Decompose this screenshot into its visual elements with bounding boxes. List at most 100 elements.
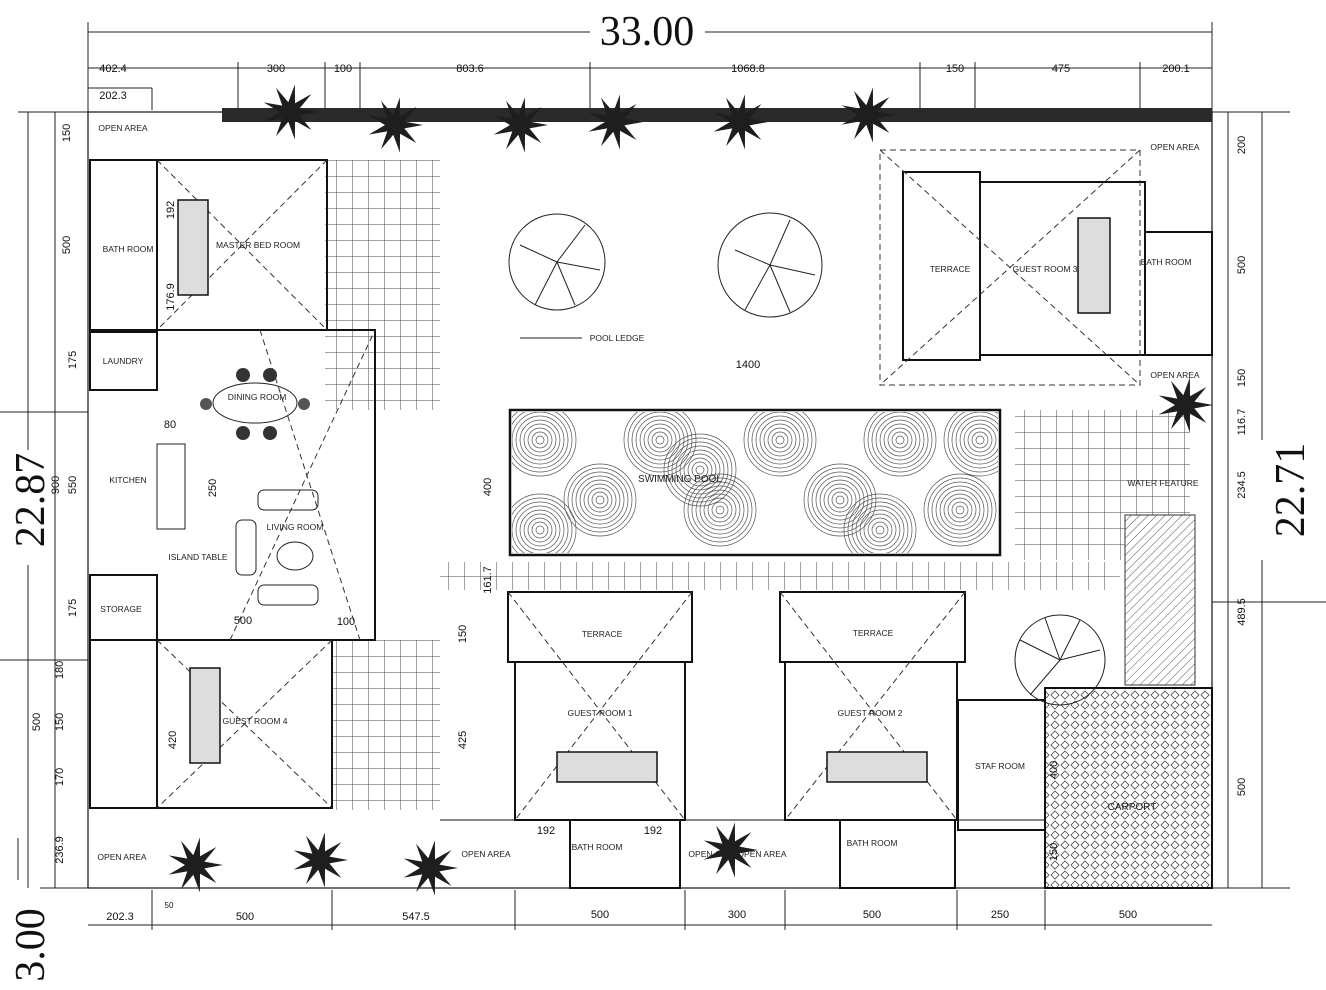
carport-paving [1044, 687, 1213, 889]
dim-label: 300 [267, 63, 285, 75]
dim-label: 250 [991, 909, 1009, 921]
hedge-icon [222, 108, 1212, 122]
tiled-walkway-south [332, 640, 440, 810]
pool-ripple [831, 491, 849, 509]
pool-ripple [715, 505, 725, 515]
label-terrace: TERRACE [582, 629, 623, 639]
pool-ripple [527, 427, 553, 453]
dashed-roof-lines [156, 149, 1141, 821]
pool-ripple [647, 427, 673, 453]
pool-ripple [955, 415, 998, 465]
pool-ripple [512, 493, 577, 553]
pool-ripple [863, 412, 937, 477]
dim-label: 200 [1236, 136, 1248, 154]
pool-ripple [855, 505, 905, 553]
pool-ripple [691, 461, 709, 479]
dining-table-icon [200, 368, 310, 440]
dim-label: 803.6 [456, 63, 484, 75]
dim-label: 50 [165, 901, 174, 910]
pool-ripple [691, 481, 749, 539]
label-terrace: TERRACE [930, 264, 971, 274]
pool-ripple [707, 497, 733, 523]
pool-ripple [699, 489, 741, 531]
pool-ripple [819, 479, 861, 521]
pool-ripple [623, 412, 697, 477]
pool-ripple [703, 493, 737, 527]
dim-label: 500 [1119, 909, 1137, 921]
palm-tree-icon [368, 97, 423, 153]
pool-ripple [935, 485, 985, 535]
palm-tree-icon [293, 832, 348, 888]
dim-label: 170 [54, 768, 66, 786]
dim-label: 500 [1236, 256, 1248, 274]
pool-ripple [923, 473, 997, 547]
label-open-area: OPEN AREA [461, 849, 510, 859]
palm-tree-icon [263, 84, 318, 140]
pool-ripple [927, 477, 993, 543]
pool-ripple [531, 431, 549, 449]
label-carport: CARPORT [1108, 802, 1157, 813]
pool-ripple [775, 435, 785, 445]
label-guest-room-1: GUEST ROOM 1 [567, 708, 632, 718]
dim-label: 200.1 [1162, 63, 1190, 75]
dimension-lines [0, 22, 1326, 930]
dim-label: 400 [482, 478, 494, 496]
dim-label: 150 [61, 124, 73, 142]
dim-label: 161.7 [482, 566, 494, 594]
dim-label: 500 [61, 236, 73, 254]
right-dimensions: 200 500 150 116.7 234.5 489.5 500 [1236, 136, 1248, 796]
pool-ripple [947, 497, 973, 523]
pool-deck-strip [440, 562, 1120, 590]
pool-ripple [843, 493, 917, 553]
pool-ripple [515, 415, 565, 465]
umbrella-table-icon [717, 212, 823, 318]
label-open-area: OPEN AREA [97, 852, 146, 862]
pool-ripple [815, 475, 865, 525]
pool-ripple [875, 415, 925, 465]
label-master-bed-room: MASTER BED ROOM [216, 240, 300, 250]
dim-label: 176.9 [165, 283, 177, 311]
bed-icon [189, 667, 221, 764]
pool-ripple [943, 412, 998, 477]
room-labels: OPEN AREA MASTER BED ROOM BATH ROOM LAUN… [97, 123, 1199, 862]
dim-label: 500 [1236, 778, 1248, 796]
pool-ripple [887, 427, 913, 453]
pool-ripple [767, 427, 793, 453]
overall-width: 33.00 [600, 9, 695, 55]
pool-ripple [587, 487, 613, 513]
pool-ripple [515, 505, 565, 553]
palm-tree-icon [713, 94, 768, 150]
pool-ripple [567, 467, 633, 533]
pool-ripple [751, 412, 809, 469]
pool-ripple [563, 463, 637, 537]
bed-icon [826, 751, 928, 783]
dim-label: 400 [1048, 761, 1060, 779]
pool-ripple [975, 435, 985, 445]
dim-label: 100 [334, 63, 352, 75]
top-dimensions: 402.4 300 100 803.6 1068.8 150 475 200.1… [99, 63, 1190, 102]
dim-label: 550 [67, 476, 79, 494]
dim-label: 236.9 [54, 836, 66, 864]
pool-ripple [651, 431, 669, 449]
label-bath-room: BATH ROOM [572, 842, 623, 852]
bed-icon [556, 751, 658, 783]
pool-ripple [595, 495, 605, 505]
dim-label: 547.5 [402, 911, 430, 923]
label-dining-room: DINING ROOM [228, 392, 287, 402]
dim-label: 489.5 [1236, 598, 1248, 626]
pool-ripple [512, 412, 569, 469]
pool-ripple [743, 412, 817, 477]
pool-ripple [527, 517, 553, 543]
pool-ripple [867, 412, 933, 473]
dim-label: 425 [457, 731, 469, 749]
dim-label: 1400 [736, 359, 760, 371]
pool-ripple [512, 501, 569, 553]
label-storage: STORAGE [100, 604, 142, 614]
label-open-area: OPEN AREA [688, 849, 737, 859]
pool-ripple [823, 483, 857, 517]
pool-ripple [763, 423, 797, 457]
pool-ripple [879, 419, 921, 461]
dim-label: 500 [31, 713, 43, 731]
pool-ripple [512, 497, 573, 553]
label-open-area: OPEN AREA [1150, 370, 1199, 380]
